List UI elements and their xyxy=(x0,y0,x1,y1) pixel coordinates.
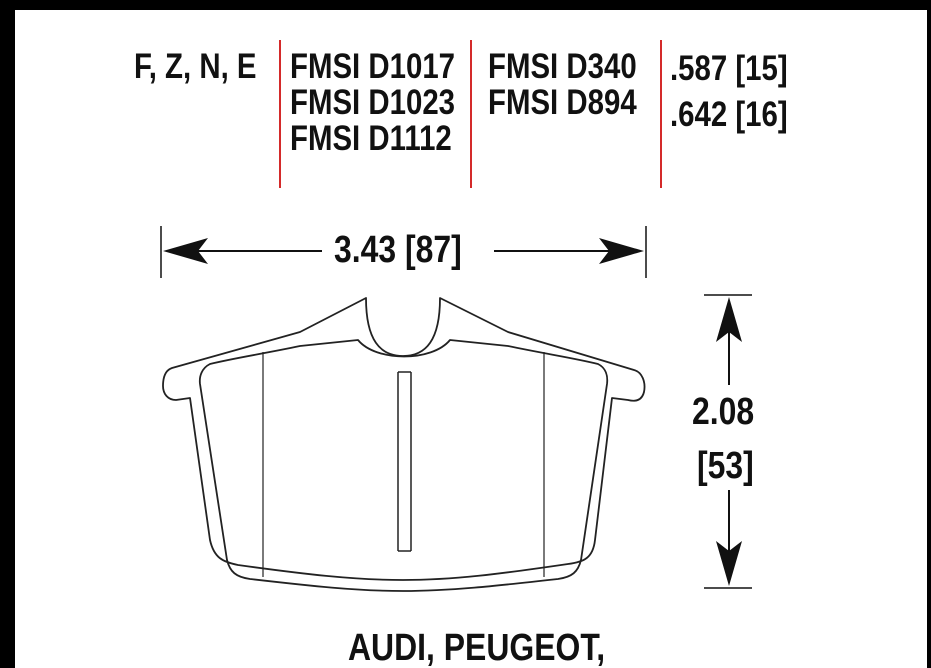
fmsi-code: FMSI D1017 xyxy=(290,47,456,86)
height-dimension-inches: 2.08 xyxy=(692,391,755,433)
width-dimension-label: 3.43 [87] xyxy=(334,229,462,271)
thickness-value: .642 [16] xyxy=(670,95,788,134)
width-dimension-line xyxy=(160,226,647,278)
arrow-down-icon xyxy=(716,541,742,586)
fmsi-code: FMSI D340 xyxy=(488,47,637,86)
fmsi-code: FMSI D1023 xyxy=(290,83,456,122)
column-divider-2 xyxy=(470,40,472,188)
height-dimension-line xyxy=(704,294,752,589)
vehicle-applications: AUDI, PEUGEOT, xyxy=(348,627,606,668)
left-border xyxy=(0,0,15,668)
arrow-right-icon xyxy=(599,238,644,264)
arrow-left-icon xyxy=(163,238,208,264)
backing-plate-outline xyxy=(162,297,646,581)
thickness-value: .587 [15] xyxy=(670,49,788,88)
fmsi-code: FMSI D894 xyxy=(488,83,637,122)
column-divider-1 xyxy=(279,40,281,188)
right-border xyxy=(927,0,931,668)
height-dimension-mm: [53] xyxy=(697,445,754,487)
arrow-up-icon xyxy=(716,297,742,342)
compound-codes: F, Z, N, E xyxy=(134,47,257,86)
top-border xyxy=(0,0,931,10)
fmsi-code: FMSI D1112 xyxy=(290,119,452,158)
column-divider-3 xyxy=(660,40,662,188)
friction-pad-outline xyxy=(198,339,609,592)
